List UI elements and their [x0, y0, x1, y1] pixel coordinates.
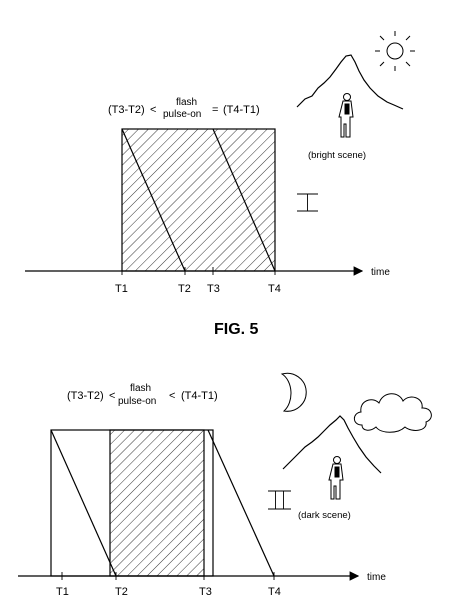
axis-label: time: [367, 572, 386, 583]
formula-flash: flash: [130, 383, 151, 394]
rolling-start-line: [50, 429, 117, 577]
roman-numeral-two: [268, 490, 291, 510]
formula-rel: <: [169, 390, 175, 402]
tick-label-t3: T3: [207, 283, 220, 295]
tick-label-t1: T1: [56, 586, 69, 598]
mountain-icon: [282, 415, 382, 474]
tick-label-t4: T4: [268, 283, 281, 295]
formula-fig5: (T3-T2) < flash pulse-on = (T4-T1): [108, 97, 260, 120]
tick-label-t4: T4: [268, 586, 281, 598]
tick-label-t3: T3: [199, 586, 212, 598]
cloud-icon: [353, 393, 432, 433]
scene-label: (dark scene): [298, 510, 351, 521]
rolling-end-line: [207, 429, 275, 577]
formula-pulse: pulse-on: [118, 396, 156, 407]
figure-label: FIG. 5: [214, 321, 259, 338]
rolling-start-line: [121, 128, 186, 272]
formula-fig6: (T3-T2) < flash pulse-on < (T4-T1): [67, 383, 218, 407]
formula-right: (T4-T1): [181, 390, 218, 402]
sun-icon: [375, 31, 415, 71]
person-icon: [338, 93, 354, 138]
exposure-block: [121, 128, 276, 272]
formula-lt: <: [150, 104, 156, 116]
tick-label-t2: T2: [178, 283, 191, 295]
formula-pulse: pulse-on: [163, 109, 201, 120]
formula-left: (T3-T2): [108, 104, 145, 116]
axis-label: time: [371, 267, 390, 278]
formula-lt: <: [109, 390, 115, 402]
formula-flash: flash: [176, 97, 197, 108]
exposure-block: [109, 429, 205, 577]
formula-rel: =: [212, 104, 218, 116]
rolling-end-line: [212, 128, 276, 272]
moon-icon: [280, 372, 307, 412]
mountain-icon: [296, 54, 404, 110]
figure-5: (T3-T2) < flash pulse-on = (T4-T1) time …: [25, 31, 415, 338]
figure-6: (T3-T2) < flash pulse-on < (T4-T1) time …: [18, 372, 432, 598]
tick-label-t2: T2: [115, 586, 128, 598]
formula-right: (T4-T1): [223, 104, 260, 116]
scene-label: (bright scene): [308, 150, 366, 161]
person-icon: [328, 456, 344, 500]
roman-numeral-one: [297, 193, 318, 212]
formula-left: (T3-T2): [67, 390, 104, 402]
tick-label-t1: T1: [115, 283, 128, 295]
